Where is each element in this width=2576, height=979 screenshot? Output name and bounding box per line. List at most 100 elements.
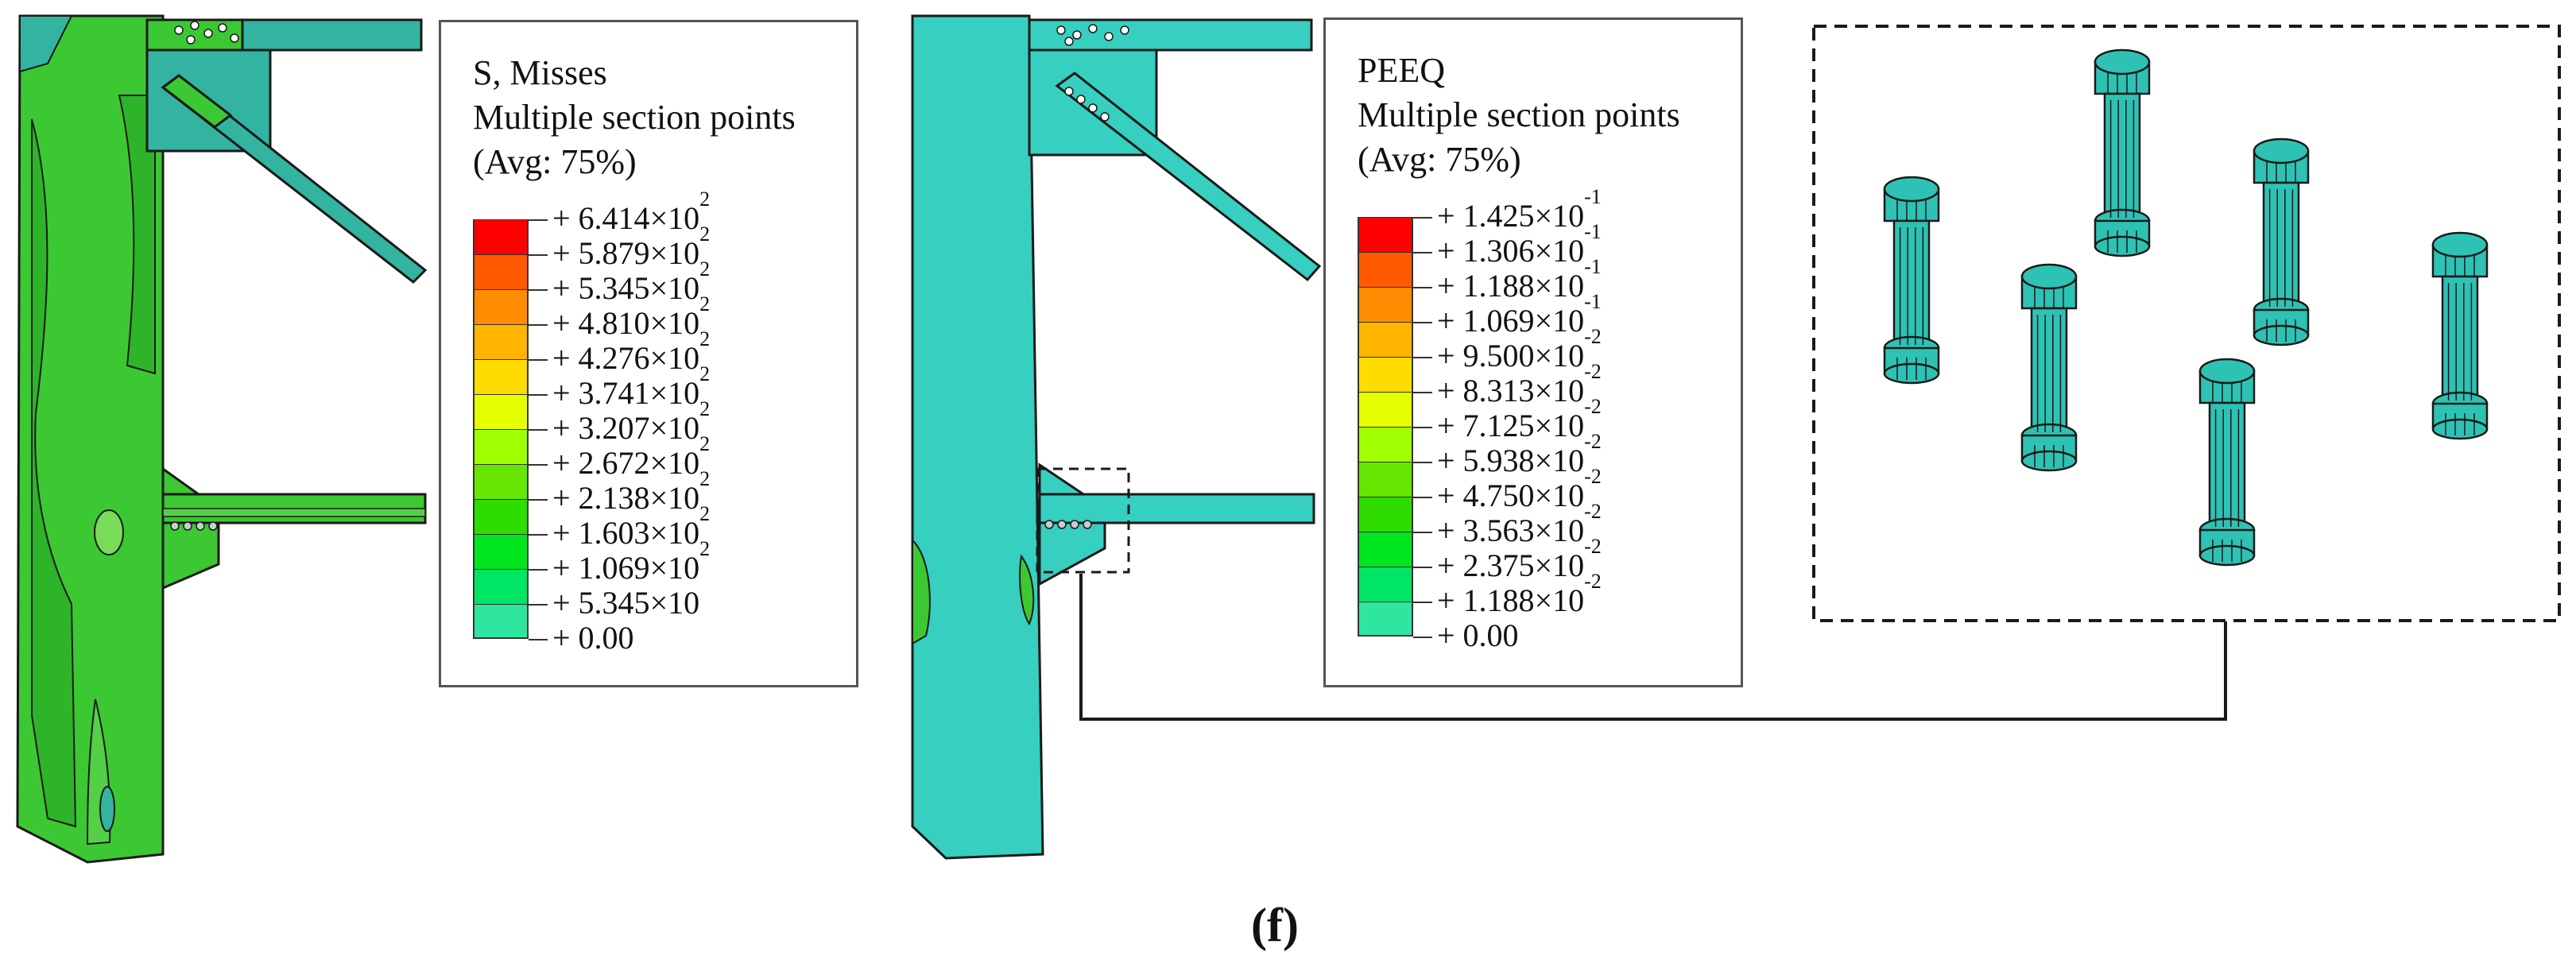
mises-scale-label: + 6.414×102 (552, 188, 711, 236)
peeq-scale-tick (1413, 602, 1432, 603)
mises-scale-label: + 5.345×10 (552, 585, 700, 621)
peeq-scale-label: + 5.938×10-2 (1437, 430, 1602, 478)
mises-contour-band (118, 95, 156, 375)
bolt (1883, 176, 1940, 385)
peeq-legend-title-line: PEEQ (1358, 51, 1445, 90)
peeq-scale-swatch (1358, 532, 1413, 567)
mises-scale-label: + 2.672×102 (552, 432, 711, 481)
mises-scale-tick (529, 394, 548, 396)
peeq-scale-swatch (1358, 287, 1413, 322)
peeq-scale-label: + 4.750×10-2 (1437, 465, 1602, 513)
mises-scale-label: + 3.741×102 (552, 362, 711, 411)
peeq-scale-label: + 1.188×10-1 (1437, 255, 1602, 304)
peeq-scale-swatch (1358, 392, 1413, 427)
peeq-scale-tick (1413, 497, 1432, 498)
mises-scale-tick (529, 604, 548, 606)
bolt-group (1883, 48, 2489, 567)
peeq-scale-tick (1413, 252, 1432, 253)
peeq-legend-title-line: Multiple section points (1358, 95, 1680, 134)
peeq-scale-tick (1413, 567, 1432, 568)
mises-scale-label: + 3.207×102 (552, 397, 711, 446)
mises-scale-swatch (473, 394, 529, 429)
peeq-scale-tick (1413, 287, 1432, 288)
mises-scale-swatch (473, 499, 529, 534)
peeq-scale-tick (1413, 462, 1432, 463)
mises-legend-title: S, Misses Multiple section points (Avg: … (473, 51, 796, 184)
mises-scale-label: + 1.069×102 (552, 537, 711, 586)
peeq-top-beam (1028, 18, 1313, 52)
mises-contour-spot (94, 509, 124, 555)
bolt (2198, 358, 2256, 567)
mises-scale-swatch (473, 464, 529, 499)
peeq-diagonal-brace (1055, 72, 1322, 282)
mises-corner-region (19, 15, 73, 73)
peeq-scale-tick (1413, 217, 1432, 219)
mises-model (16, 14, 428, 864)
mises-scale-label: + 5.879×102 (552, 222, 711, 271)
mises-legend-title-line: Multiple section points (473, 98, 796, 137)
peeq-scale-swatch (1358, 322, 1413, 357)
peeq-scale-swatch (1358, 252, 1413, 287)
mises-scale-swatch (473, 324, 529, 359)
mises-scale-swatch (473, 359, 529, 394)
peeq-scale-tick (1413, 322, 1432, 323)
mises-lower-beam-flange (162, 508, 426, 517)
mises-legend-title-line: S, Misses (473, 53, 607, 92)
peeq-lower-bolts (1044, 520, 1092, 529)
peeq-scale-tick (1413, 357, 1432, 358)
mises-scale-tick (529, 534, 548, 536)
bolt (2431, 231, 2489, 440)
peeq-scale-tick (1413, 427, 1432, 428)
peeq-legend-title-line: (Avg: 75%) (1358, 140, 1521, 179)
mises-scale-tick (529, 289, 548, 291)
mises-legend: S, Misses Multiple section points (Avg: … (439, 20, 858, 687)
mises-scale-tick (529, 359, 548, 361)
figure-caption: (f) (1251, 899, 1299, 951)
mises-scale-label: + 5.345×102 (552, 257, 711, 306)
mises-scale-tick (529, 219, 548, 221)
detail-marker-box (1036, 467, 1130, 574)
mises-scale-label: + 2.138×102 (552, 467, 711, 516)
peeq-scale-tick (1413, 637, 1432, 638)
mises-scale-tick (529, 429, 548, 431)
mises-contour-band (31, 118, 77, 828)
peeq-scale-swatch (1358, 462, 1413, 497)
peeq-contour-region (912, 538, 931, 645)
peeq-contour-region (1019, 554, 1035, 626)
mises-scale-label: + 1.603×102 (552, 502, 711, 551)
mises-scale-tick (529, 569, 548, 571)
bolt (2094, 48, 2151, 257)
peeq-column (911, 14, 1044, 860)
mises-scale-swatch (473, 289, 529, 324)
peeq-legend-title: PEEQ Multiple section points (Avg: 75%) (1358, 48, 1680, 182)
peeq-scale-label: + 1.306×10-1 (1437, 220, 1602, 269)
mises-scale-swatch (473, 534, 529, 569)
peeq-scale-label: + 8.313×10-2 (1437, 360, 1602, 408)
mises-top-bolts (174, 21, 239, 44)
mises-scale-tick (529, 254, 548, 256)
mises-scale-tick (529, 499, 548, 501)
bolt-inset-box (1812, 25, 2561, 622)
peeq-legend: PEEQ Multiple section points (Avg: 75%) … (1323, 17, 1743, 687)
peeq-top-bolts (1056, 24, 1129, 46)
mises-lower-bolts (170, 521, 218, 531)
bolt (2253, 137, 2310, 346)
peeq-scale-tick (1413, 392, 1432, 393)
peeq-scale-label: + 1.188×10-2 (1437, 570, 1602, 618)
peeq-model (911, 14, 1322, 860)
mises-scale-swatch (473, 604, 529, 639)
peeq-scale-swatch (1358, 357, 1413, 392)
mises-scale-tick (529, 639, 548, 640)
mises-scale-swatch (473, 569, 529, 604)
peeq-lower-beam (1038, 493, 1315, 524)
bolt (2020, 263, 2078, 472)
peeq-brace-bolts (1064, 87, 1110, 122)
mises-scale-label: + 4.810×102 (552, 292, 711, 341)
mises-scale-label: + 0.00 (552, 620, 634, 656)
mises-legend-title-line: (Avg: 75%) (473, 142, 637, 181)
peeq-scale-label: + 3.563×10-2 (1437, 500, 1602, 548)
peeq-scale-label: + 9.500×10-2 (1437, 325, 1602, 373)
peeq-scale-swatch (1358, 602, 1413, 637)
peeq-scale-label: + 2.375×10-2 (1437, 535, 1602, 583)
